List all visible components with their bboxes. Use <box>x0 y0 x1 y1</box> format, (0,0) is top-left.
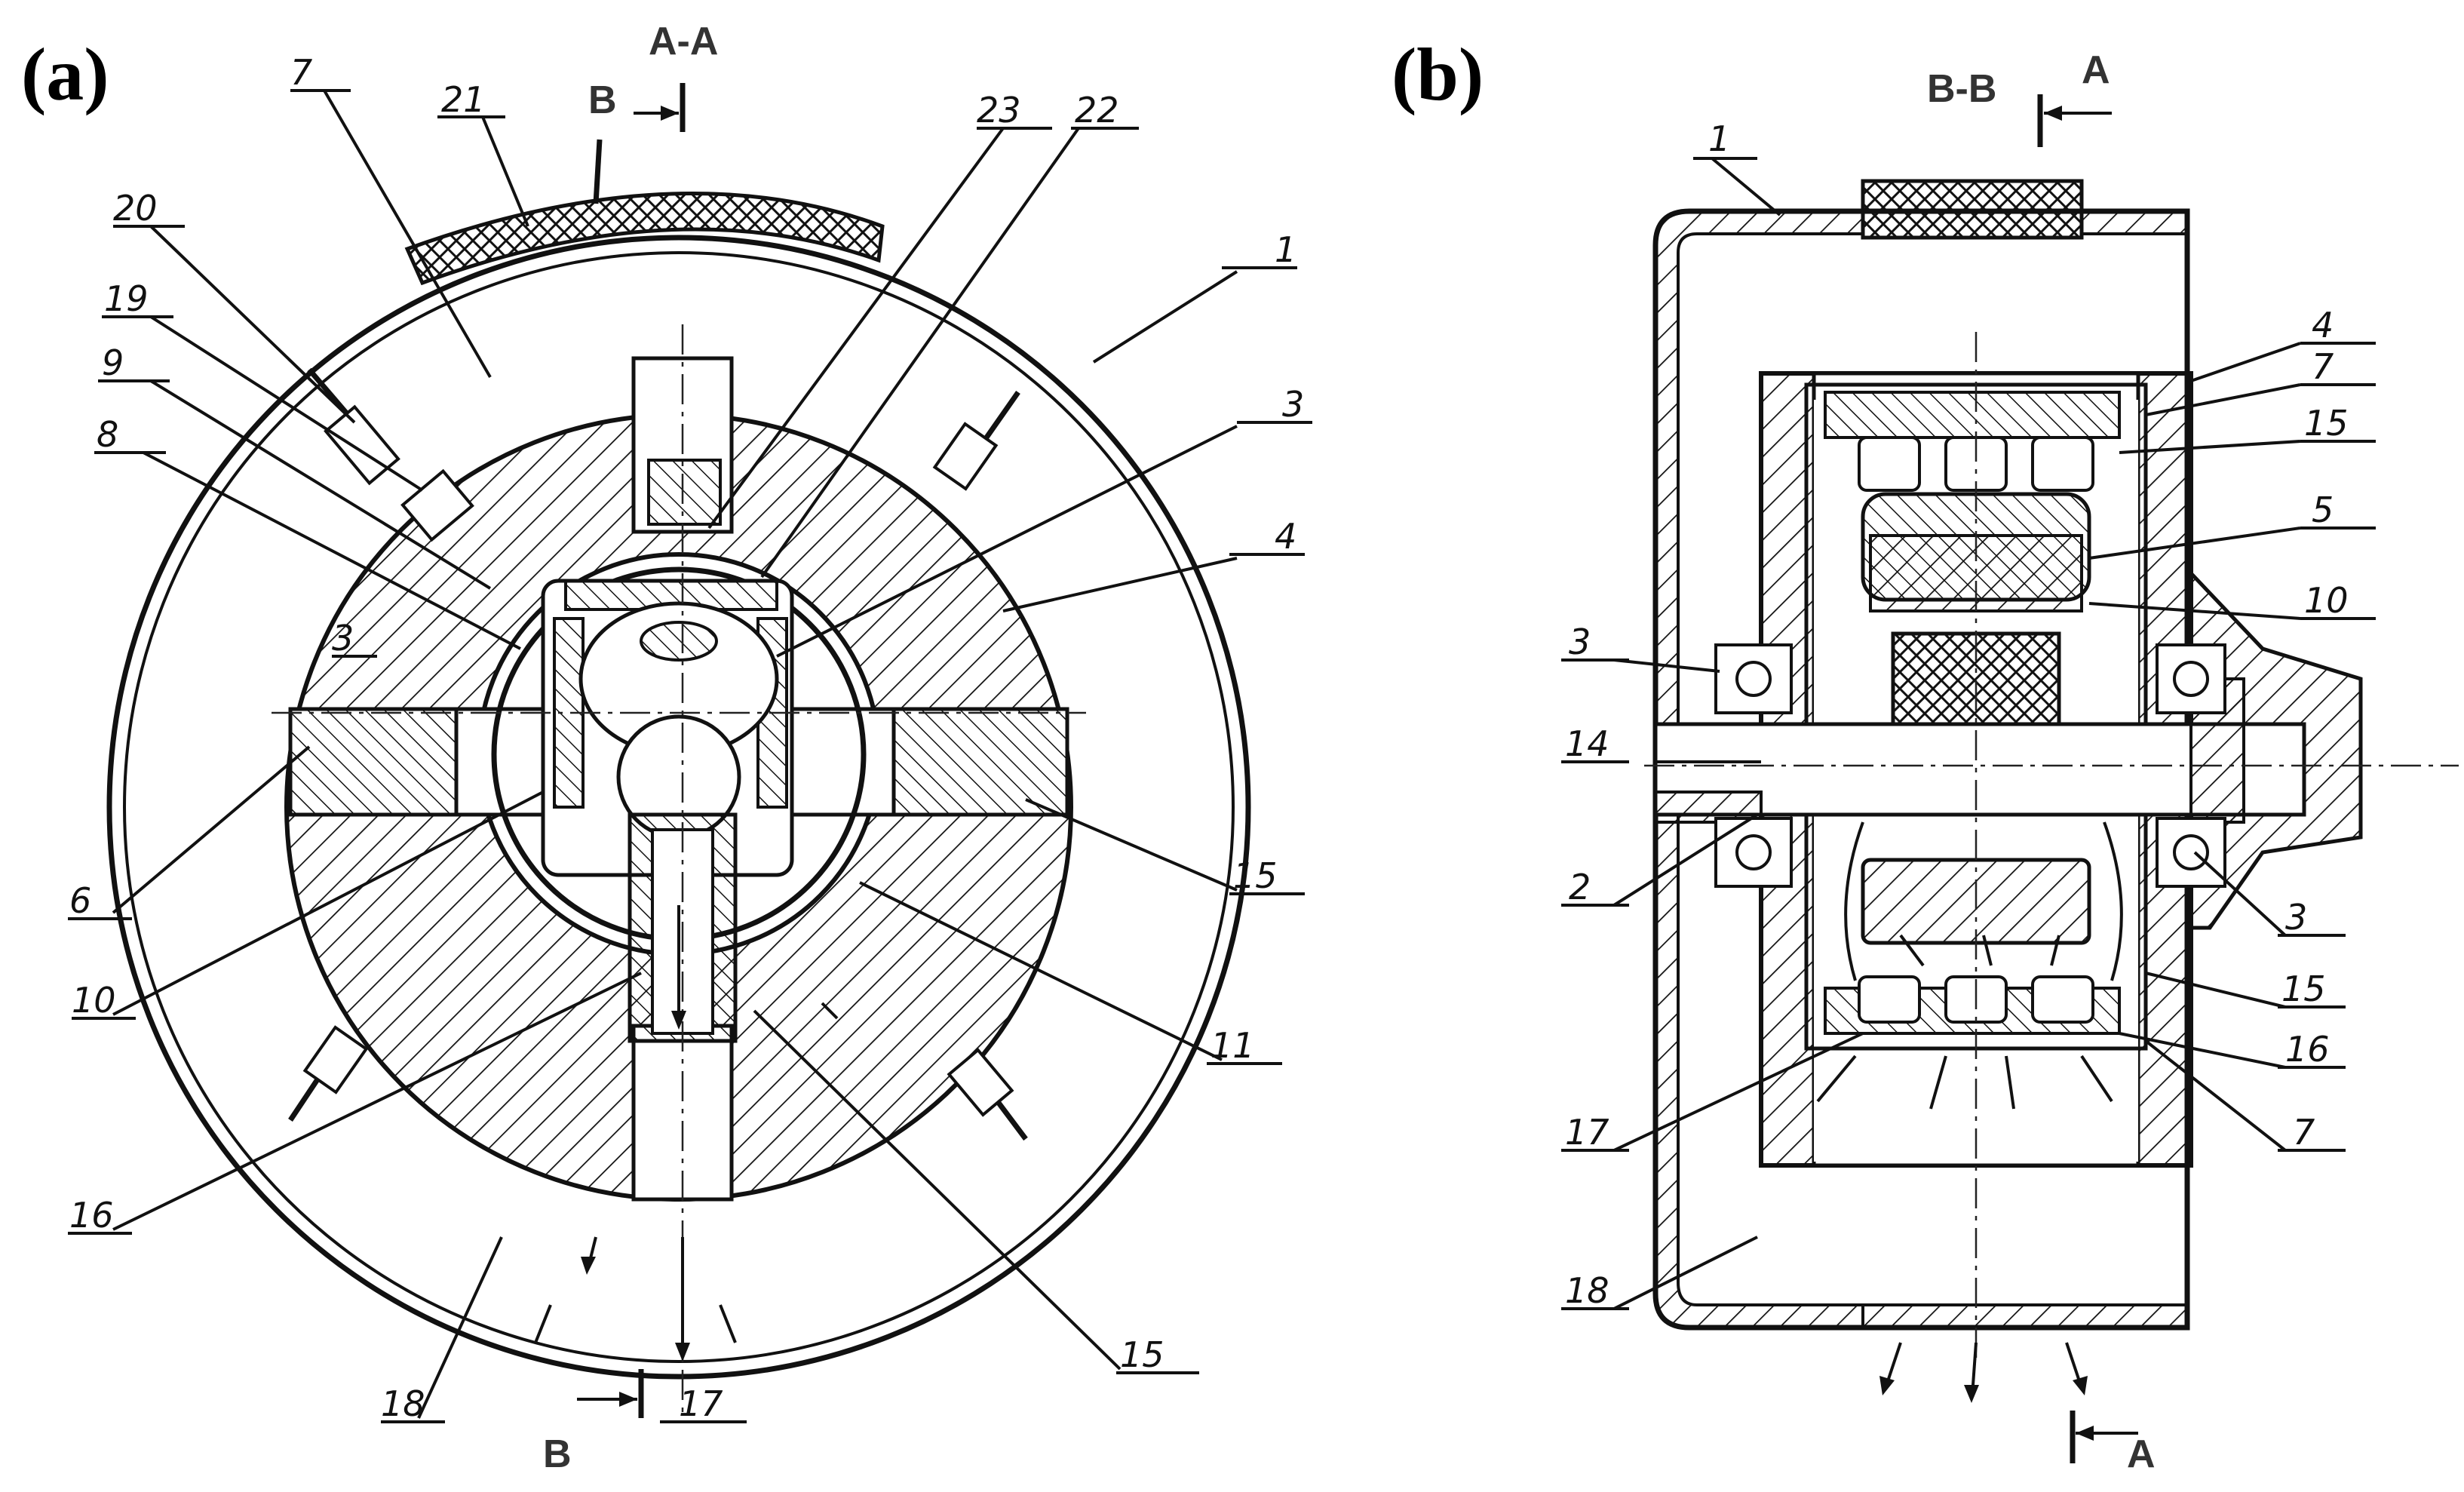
part-label-b-15-top: 15 <box>2304 403 2349 444</box>
panel-a-cut-bottom-label: B <box>543 1432 572 1476</box>
panel-b-cut-arrows <box>2037 94 2138 1463</box>
part-label-a-23: 23 <box>977 90 1021 130</box>
panel-a-section-title: A-A <box>649 20 718 63</box>
panel-b-label: (b) <box>1392 32 1484 116</box>
part-label-a-4: 4 <box>1275 516 1296 557</box>
panel-b-cut-top-label: A <box>2082 48 2110 92</box>
part-label-a-3-right: 3 <box>1282 384 1304 425</box>
panel-a-cut-top-label: B <box>588 78 617 122</box>
part-label-b-10: 10 <box>2304 580 2349 621</box>
part-label-a-6: 6 <box>69 880 91 921</box>
part-label-a-9: 9 <box>102 342 124 383</box>
part-label-b-14: 14 <box>1565 723 1609 764</box>
part-label-a-1: 1 <box>1275 229 1296 270</box>
part-label-b-3-right: 3 <box>2285 897 2307 938</box>
part-label-a-21: 21 <box>441 79 486 120</box>
panel-b-part-labels: 1 4 7 15 5 10 3 14 2 3 15 16 7 17 18 <box>1565 118 2349 1311</box>
panel-b-leaders <box>1561 157 2376 1310</box>
panel-b: (b) B-B A A <box>1392 32 2459 1476</box>
part-label-b-15-bottom: 15 <box>2281 969 2326 1009</box>
part-label-a-16: 16 <box>69 1195 114 1236</box>
part-label-a-15-right: 15 <box>1233 855 1278 896</box>
part-label-b-1: 1 <box>1708 118 1730 159</box>
part-label-a-17: 17 <box>679 1383 723 1424</box>
part-label-a-20: 20 <box>113 188 158 229</box>
part-label-a-7: 7 <box>290 52 312 93</box>
housing-outer-ring <box>106 139 1251 1380</box>
eccentric-assembly <box>491 566 867 1043</box>
part-label-a-22: 22 <box>1075 90 1119 130</box>
housing-outer-b <box>1652 179 2190 1331</box>
part-label-b-7-top: 7 <box>2312 346 2334 387</box>
panel-a-leaders <box>68 89 1312 1423</box>
part-label-a-15-bottom: 15 <box>1120 1334 1164 1375</box>
bearings-b <box>1714 643 2226 888</box>
part-label-a-11: 11 <box>1211 1025 1255 1066</box>
bolt-19 <box>400 468 474 542</box>
part-label-b-18: 18 <box>1565 1270 1609 1311</box>
shaft-b <box>1644 332 2459 1358</box>
part-label-b-7-bottom: 7 <box>2293 1112 2315 1153</box>
panel-b-section-title: B-B <box>1927 67 1996 111</box>
part-label-a-18: 18 <box>381 1383 425 1424</box>
panel-a-label: (a) <box>21 32 109 116</box>
part-label-b-4: 4 <box>2312 305 2334 345</box>
part-label-a-19: 19 <box>104 278 149 319</box>
panel-a-part-labels: 7 21 20 19 9 8 3 6 10 16 18 17 15 11 15 … <box>69 52 1304 1424</box>
panel-a-flow-arrows <box>534 905 839 1362</box>
part-label-a-10: 10 <box>72 980 116 1021</box>
part-label-b-2: 2 <box>1569 867 1591 907</box>
panel-b-cut-bottom-label: A <box>2127 1432 2156 1476</box>
part-label-b-16: 16 <box>2285 1029 2330 1070</box>
panel-a: (a) A-A B B <box>21 20 1312 1476</box>
part-label-a-3: 3 <box>332 618 354 659</box>
part-label-b-17: 17 <box>1565 1112 1609 1153</box>
part-label-b-5: 5 <box>2312 490 2334 530</box>
part-label-b-3-left: 3 <box>1569 622 1591 662</box>
panel-b-flow-arrows <box>1655 760 2123 1403</box>
part-label-a-8: 8 <box>97 414 118 455</box>
